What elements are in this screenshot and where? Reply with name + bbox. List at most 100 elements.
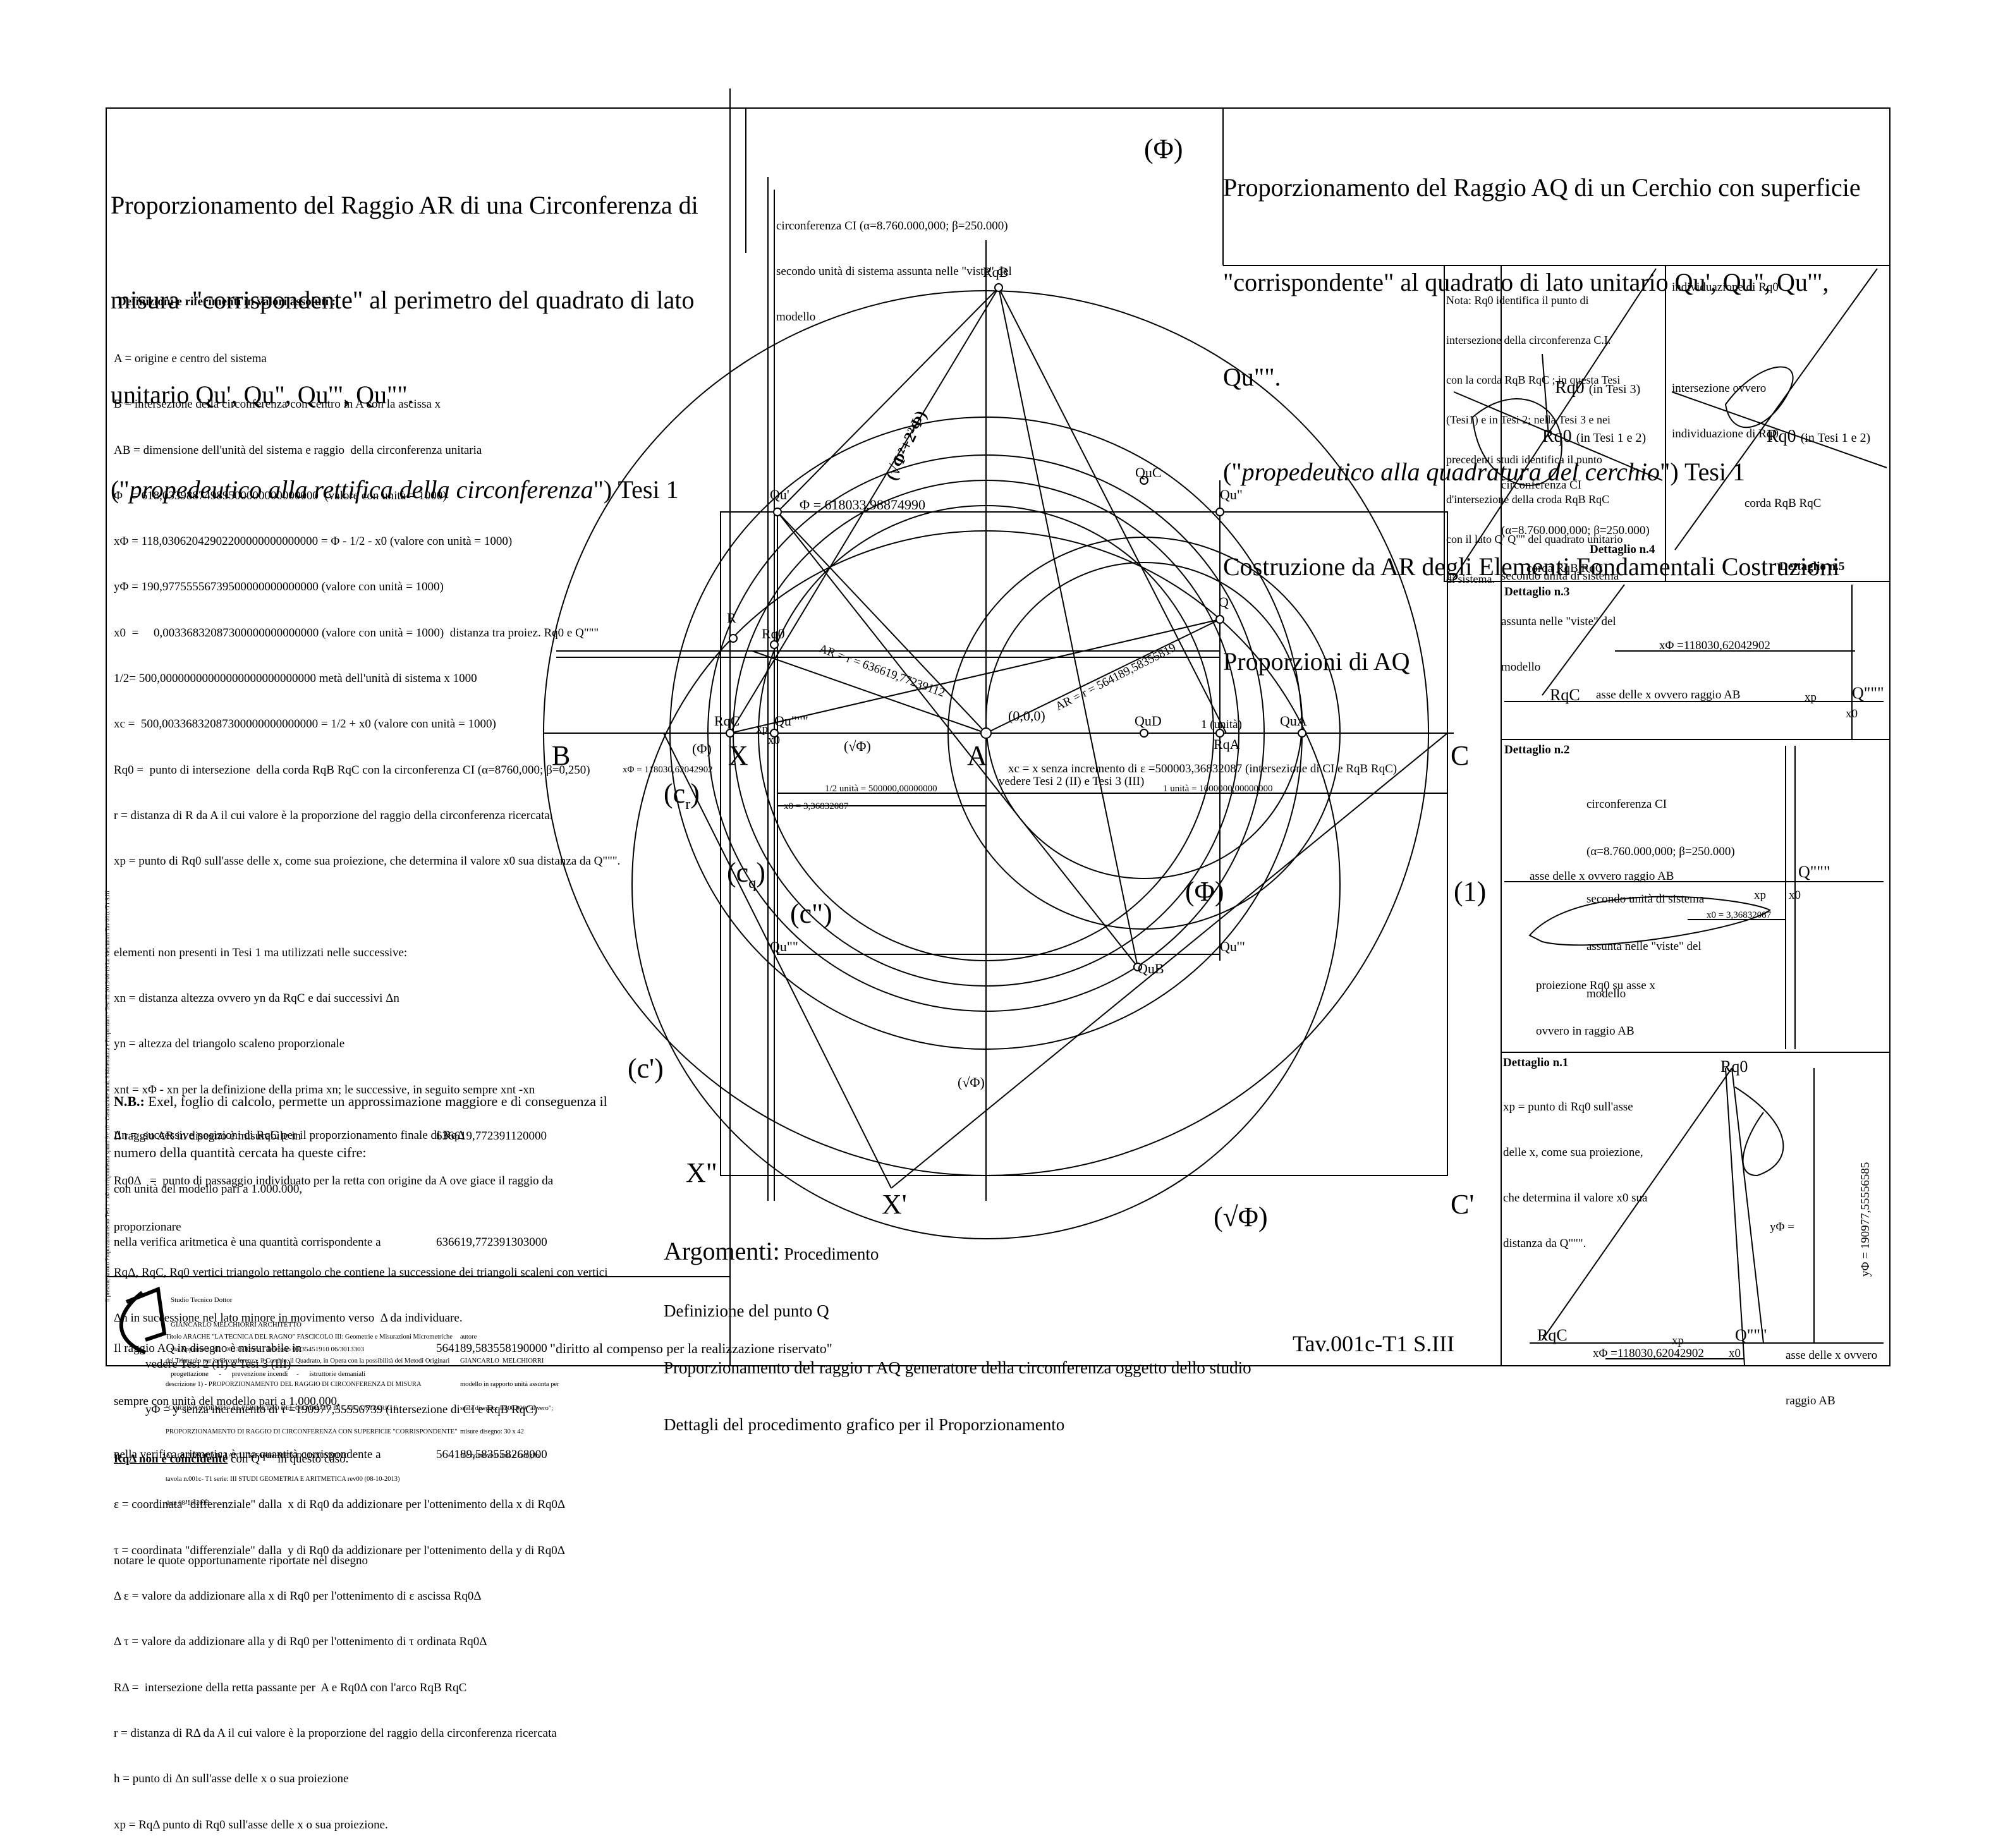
detail-3-title: Dettaglio n.3 — [1504, 585, 1570, 599]
definition-line: Δn = successive posizioni di RqC per il … — [114, 1129, 465, 1143]
detail-4-note: Nota: Rq0 identifica il punto di interse… — [1446, 267, 1623, 599]
definition-line: RqΔ, RqC, Rq0 vertici triangolo rettango… — [114, 1265, 608, 1279]
detail-note-line: con la corda RqB RqC ; in questa Tesi — [1446, 374, 1621, 386]
detail-4-ci: circonferenza CI (α=8.760.000,000; β=250… — [1501, 447, 1650, 690]
point-qub: QuB — [1138, 961, 1164, 976]
argomenti-head-line: Argomenti: Procedimento — [664, 1239, 1251, 1264]
studio-title-block: Titolo ARACHE "LA TECNICA DEL RAGNO" FAS… — [166, 1318, 457, 1516]
nb-value: 564189,583558190000 — [436, 1342, 547, 1355]
detail-3-xp: xp — [1805, 691, 1817, 704]
detail-1-rqc: RqC — [1537, 1326, 1568, 1344]
title-block-line: data 08-10-2013 — [166, 1499, 210, 1507]
title-block-line: tavola n.001c- T1 serie: III STUDI GEOME… — [166, 1476, 400, 1483]
half-unit-dim: 1/2 unità = 500000,00000000 — [825, 784, 937, 794]
definition-line: x0 = 0,00336832087300000000000000 (valor… — [114, 626, 599, 640]
cr-label: (cr) — [664, 778, 700, 813]
nb-row: notare le quote opportunamente riportate… — [114, 1552, 547, 1570]
text: Procedimento — [779, 1244, 879, 1263]
point-a: A — [967, 740, 987, 771]
nb-line: N.B.: Exel, foglio di calcolo, permette … — [114, 1093, 607, 1110]
detail-1-frame — [1501, 1052, 1891, 1366]
nb-head: N.B.: — [114, 1093, 145, 1109]
ci-note: circonferenza CI (α=8.760.000,000; β=250… — [776, 188, 1012, 340]
detail-1-title: Dettaglio n.1 — [1503, 1056, 1569, 1069]
vedere-note: vedere Tesi 2 (II) e Tesi 3 (III) — [999, 775, 1145, 788]
text: ") Tesi 1 — [593, 475, 679, 504]
title-block-line: descrizione 1) - PROPORZIONAMENTO DEL RA… — [166, 1381, 422, 1388]
point-qu1: Qu' — [770, 487, 789, 502]
point-c: C — [1451, 740, 1470, 771]
nb-label: con unità del modello pari a 1.000.000, — [114, 1182, 303, 1196]
detail-note-line: xp = punto di Rq0 sull'asse — [1503, 1100, 1633, 1114]
rights-note: "diritto al compenso per la realizzazion… — [550, 1340, 832, 1356]
detail-2-x0: x0 — [1789, 889, 1801, 902]
studio-line: GIANCARLO MELCHIORRI ARCHITETTO — [171, 1321, 301, 1328]
detail-1-x0: x0 — [1729, 1347, 1741, 1360]
chord — [998, 287, 1227, 734]
table-id: Tav.001c-T1 S.III — [1293, 1331, 1455, 1356]
argomenti: Argomenti: Procedimento Definizione del … — [664, 1204, 1251, 1453]
author-line: autore — [460, 1334, 477, 1340]
one-label: (1) — [1454, 876, 1487, 907]
detail-5-title: Dettaglio n.5 — [1779, 560, 1845, 573]
detail-ci-line: (α=8.760.000,000; β=250.000) — [1586, 845, 1735, 858]
text: Rq0 — [1767, 427, 1796, 446]
detail-1-yphi-vert: yΦ = 190977,55556585 — [1859, 1162, 1872, 1277]
point-rqc: RqC — [714, 713, 740, 729]
author-line: modello in rapporto unità assunta per — [460, 1381, 559, 1388]
bold-text: RqΔ non è coincidente — [114, 1452, 228, 1466]
point-b: B — [552, 740, 571, 771]
x0-label: x0 — [768, 734, 780, 747]
nb-row: con unità del modello pari a 1.000.000, — [114, 1181, 547, 1198]
detail-2-xp: xp — [1754, 889, 1766, 902]
xphi-dim: xΦ = 118030,62042902 — [623, 765, 713, 775]
definition-line: AB = dimensione dell'unità del sistema e… — [114, 443, 482, 457]
detail-note-line: che determina il valore x0 sua — [1503, 1191, 1648, 1205]
detail-5-rq0: Rq0 (in Tesi 1 e 2) — [1767, 427, 1870, 447]
author-line: scala disegno: 1/500.000 "al vero"; — [460, 1404, 554, 1412]
nb-row: nella verifica aritmetica è una quantità… — [114, 1234, 547, 1251]
origin-label: (0,0,0) — [1008, 708, 1045, 724]
title-block-line: PROPORZIONAMENTO DI RAGGIO DI CIRCONFERE… — [166, 1428, 458, 1435]
definitions: Definizioni e riferimenti in valori asso… — [114, 264, 620, 1848]
xc-line: xc = x senza incremento di ε =500003,368… — [1008, 762, 1397, 775]
vedere-note: vedere Tesi 2 (II) e Tesi 3 (III) — [145, 1357, 291, 1371]
detail-3-rqc: RqC — [1550, 686, 1580, 704]
detail-note-line: con il lato Q' Q"" del quadrato unitario — [1446, 533, 1623, 545]
detail-ci-line: modello — [1501, 660, 1541, 674]
phi-left-label: (Φ) — [692, 741, 712, 757]
sqrtphi-low-label: (√Φ) — [958, 1074, 985, 1090]
phi-label: (Φ) — [1144, 133, 1183, 164]
chord — [777, 511, 1138, 968]
right-title-line: Proporzionamento del Raggio AQ di un Cer… — [1223, 173, 1861, 202]
point-rq0: Rq0 — [762, 626, 785, 641]
detail-line: proiezione Rq0 su asse x — [1536, 979, 1655, 992]
definition-line: Δ τ = valore da addizionare alla y di Rq… — [114, 1635, 487, 1649]
text: (c — [727, 857, 749, 888]
title-block-line: del Triangolo per la Circonferenza, il C… — [166, 1357, 450, 1365]
detail-4-rq0-t12: Rq0 (in Tesi 1 e 2) — [1542, 427, 1646, 447]
detail-1-q: Q""" — [1735, 1326, 1767, 1344]
detail-ci-line: assunta nelle "viste" del — [1586, 940, 1702, 953]
detail-note-line: distanza da Q""". — [1503, 1237, 1586, 1250]
left-title-italic-line: ("propedeutico alla rettifica della circ… — [111, 474, 698, 506]
chord — [985, 619, 1221, 734]
definition-line: Rq0 = punto di intersezione della corda … — [114, 763, 590, 777]
ci-note-line: modello — [776, 310, 816, 324]
studio-logo — [119, 1286, 167, 1354]
detail-3-q: Q""" — [1852, 684, 1884, 702]
right-title-line: Proporzioni di AQ — [1223, 647, 1410, 676]
unit-dim: 1 unità = 1000000,00000000 — [1163, 784, 1273, 794]
chord — [729, 619, 1221, 734]
nb-line: numero della quantità cercata ha queste … — [114, 1145, 367, 1160]
detail-line: ovvero in raggio AB — [1536, 1024, 1635, 1038]
detail-5-ind: individuazione di Rq0 — [1672, 281, 1779, 294]
xp-label: xp — [756, 722, 768, 736]
sqrtphi-big-label: (√Φ) — [1214, 1201, 1268, 1232]
detail-2-q: Q""" — [1798, 863, 1830, 881]
text: (" — [1223, 458, 1242, 486]
text: (in Tesi 1 e 2) — [1800, 431, 1871, 445]
detail-1-rq0: Rq0 — [1720, 1057, 1748, 1076]
left-title-line: misura "corrispondente" al perimetro del… — [111, 286, 695, 314]
nb-label: nella verifica aritmetica è una quantità… — [114, 1236, 381, 1249]
